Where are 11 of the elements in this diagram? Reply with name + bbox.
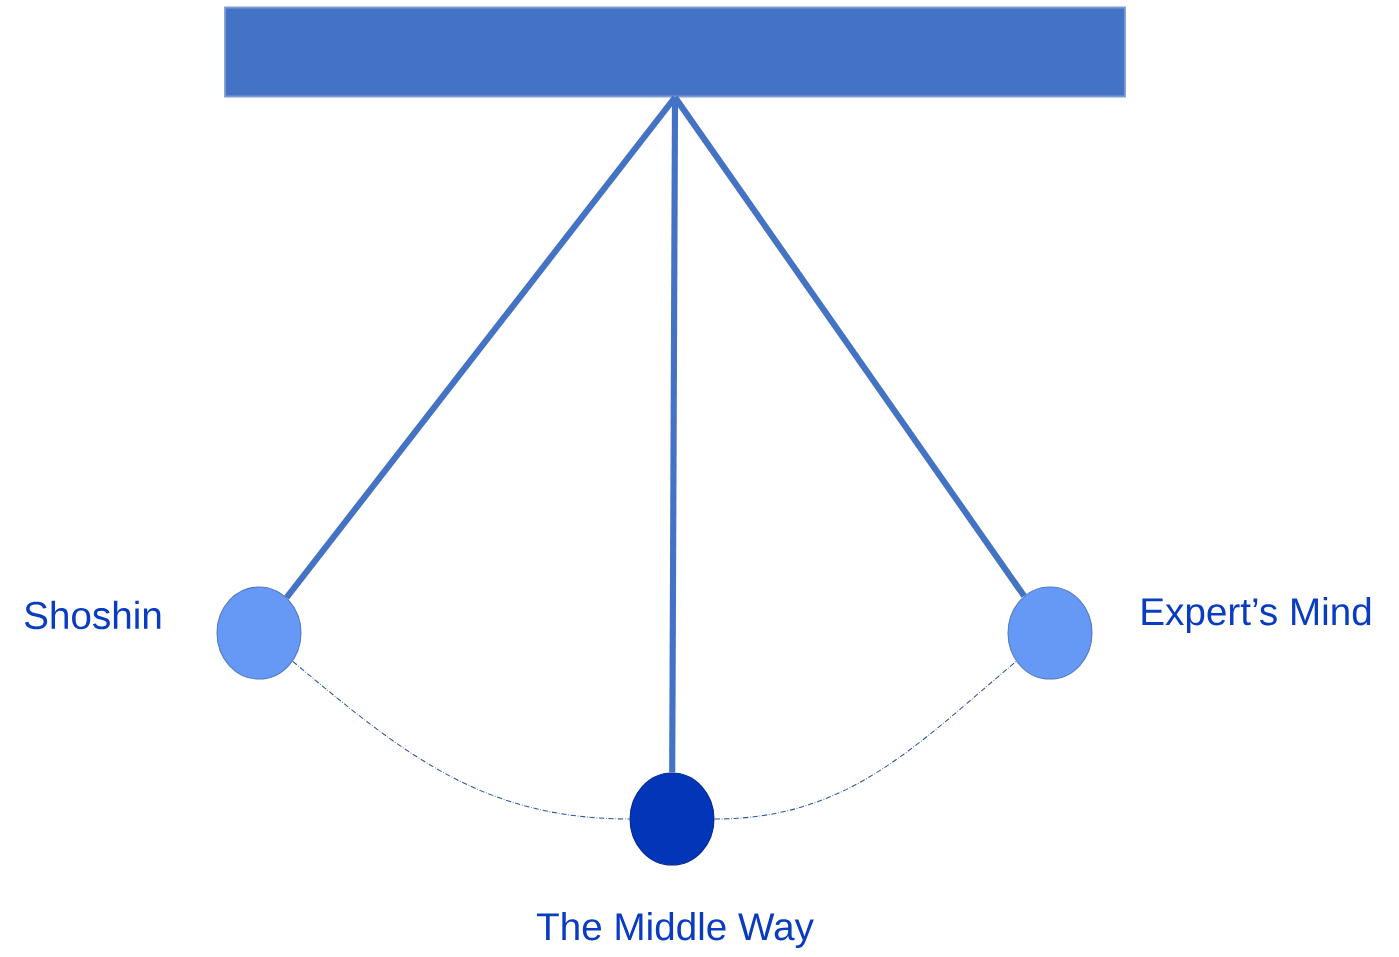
ball-label: Expert’s Mind [1142,596,1371,633]
swing-arc [292,660,630,820]
swing-arc [714,660,1017,820]
pendulum-ball [1007,586,1093,680]
ball-label: Shoshin [24,600,161,630]
ball-label: The Middle Way [536,912,814,949]
pendulum-ball [629,772,715,866]
pendulum-ball [216,586,302,680]
pendulum-rod [672,95,1027,598]
pendulum-rod [669,97,679,773]
pendulum-bar [224,6,1126,98]
